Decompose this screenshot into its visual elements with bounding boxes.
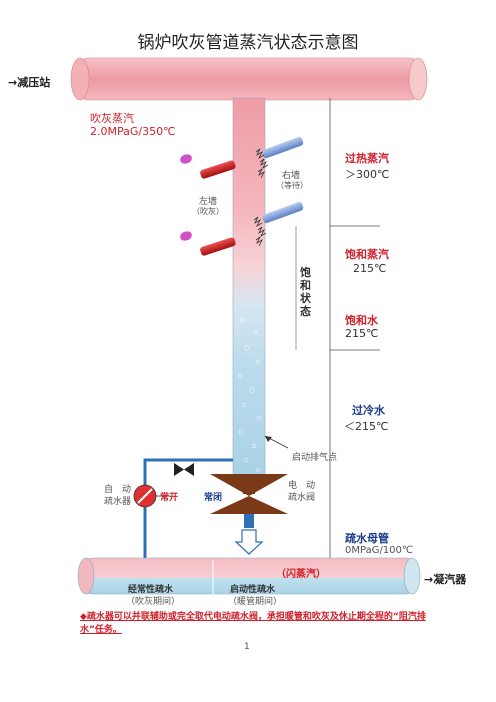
startup-drain-period-label: （暖管期间） xyxy=(228,597,283,607)
to-condenser-label: →凝汽器 xyxy=(424,573,467,586)
subcooled-water-label: 过冷水 xyxy=(352,404,385,417)
drain-header-param-label: 0MPaG/100℃ xyxy=(345,545,414,556)
drain-header-pipe xyxy=(77,557,421,595)
electric-drain-valve-label: 电 动 疏水阀 xyxy=(288,481,316,503)
normally-open-label: 常开 xyxy=(160,493,179,503)
electric-drain-valve xyxy=(210,474,288,528)
saturated-steam-temp-label: 215℃ xyxy=(353,262,387,275)
superheated-steam-label: 过热蒸汽 xyxy=(345,152,389,165)
drain-header-label: 疏水母管 xyxy=(345,532,389,545)
page-title: 锅炉吹灰管道蒸汽状态示意图 xyxy=(137,33,359,53)
flash-steam-label: （闪蒸汽） xyxy=(276,569,326,580)
vertical-steam-pipe xyxy=(232,97,266,477)
saturated-steam-label: 饱和蒸汽 xyxy=(345,248,389,261)
superheated-temp-label: ＞300℃ xyxy=(345,168,390,181)
left-wall-state-label: （吹灰） xyxy=(192,207,224,216)
flow-down-arrow xyxy=(234,529,264,555)
bypass-check-valve xyxy=(174,463,194,476)
right-wall-state-label: （等待） xyxy=(276,181,308,190)
continuous-drain-period-label: （吹灰期间） xyxy=(126,597,181,607)
subcooled-temp-label: ＜215℃ xyxy=(344,420,389,433)
saturated-state-label: 饱和状态 xyxy=(300,266,311,318)
bypass-line xyxy=(143,458,233,562)
continuous-drain-label: 经常性疏水 xyxy=(128,585,174,595)
startup-drain-label: 启动性疏水 xyxy=(230,585,276,595)
normally-closed-label: 常闭 xyxy=(204,493,223,503)
auto-drain-valve-label: 自 动 疏水器 xyxy=(104,485,132,507)
steam-header-pipe xyxy=(70,57,428,101)
right-wall-blower-lower xyxy=(262,201,304,224)
startup-vent-label: 启动排气点 xyxy=(292,453,338,463)
footnote: ◆疏水器可以并联辅助或完全取代电动疏水阀，承担暖管和吹灰及休止期全程的“阻汽排水… xyxy=(80,612,426,635)
right-wall-blower-upper xyxy=(262,136,304,159)
sootblow-param-label: 2.0MPaG/350℃ xyxy=(90,125,176,138)
saturated-water-label: 饱和水 xyxy=(345,314,378,327)
page-number: 1 xyxy=(244,642,250,652)
to-pressure-reducer-label: →减压站 xyxy=(8,76,51,89)
auto-drain-trap xyxy=(133,484,170,508)
right-wall-label: 右墙 xyxy=(282,171,301,181)
left-wall-blower-upper xyxy=(180,154,236,179)
left-wall-blower-lower xyxy=(180,231,236,256)
sootblow-steam-label: 吹灰蒸汽 xyxy=(90,112,134,125)
saturated-water-temp-label: 215℃ xyxy=(345,327,379,340)
left-wall-label: 左墙 xyxy=(199,197,218,207)
